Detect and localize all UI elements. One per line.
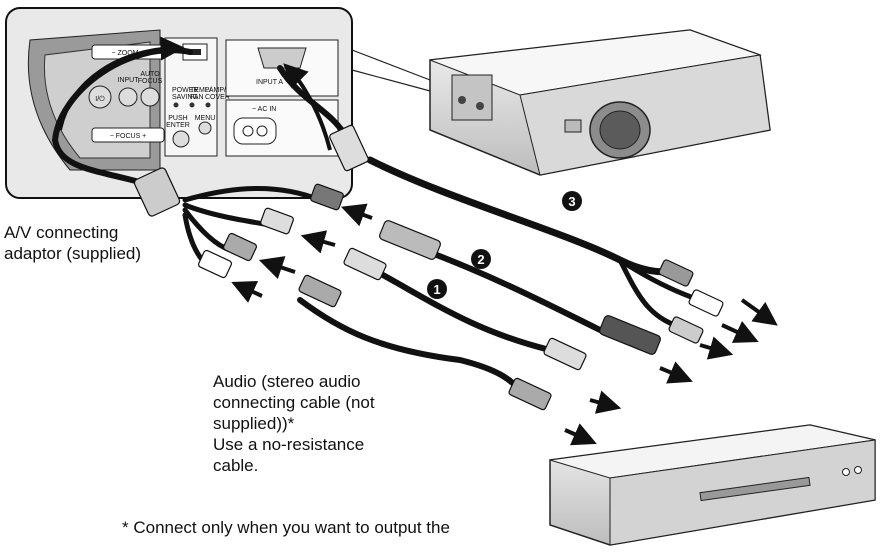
connector-plugs [133,124,724,411]
auto-focus-button [140,87,160,107]
arrow-cable-1-b [258,256,296,279]
arrow-audio-right-2 [564,423,597,446]
menu-button [198,121,212,135]
arrow-rca-3 [699,336,734,360]
lamp-cover-led [205,102,211,108]
arrow-video-right [659,361,693,384]
arrow-cable-1-a [300,230,336,254]
callout-2: 2 [471,249,491,269]
callout-3: 3 [562,191,582,211]
menu-label: MENU [195,115,216,122]
rca-out-yellow [658,259,694,287]
vga-port [257,47,307,69]
dvd-button-2 [854,466,862,474]
ac-in-socket [233,117,277,145]
av-adaptor-plug [133,167,181,217]
dvd-button-1 [842,468,850,476]
temp-fan-led [189,102,195,108]
temp-fan-label: TEMP/FAN [190,87,211,101]
arrow-usb [58,36,185,131]
ac-in-label: ~ AC IN [252,106,276,113]
svg-text:3: 3 [568,194,575,209]
zoom-label: − ZOOM + [111,50,144,57]
focus-label: − FOCUS + [110,133,147,140]
audio-plug-left-red [298,274,342,308]
audio-plug-left-white [343,247,387,281]
input-label: INPUT [118,77,140,84]
arrow-vga [283,63,332,151]
adaptor-out-3 [222,232,258,262]
rca-out-red [668,316,704,344]
rca-out-white [688,289,724,317]
callout-1: 1 [427,279,447,299]
disc-tray [699,476,811,502]
lens-glass [599,110,641,150]
adaptor-out-1 [310,183,344,211]
audio-plug-right-red [508,377,552,411]
video-plug-right [599,315,661,355]
arrow-audio-right-1 [589,390,622,414]
arrow-rca-2 [721,321,759,343]
video-plug-left [379,220,441,260]
adaptor-caption: A/V connecting adaptor (supplied) [4,223,142,263]
projector-rear-ports [451,74,493,121]
usb-port-icon [189,49,201,55]
arrow-cable-1-c [231,281,263,303]
svg-text:2: 2 [477,252,484,267]
arrow-rca-1 [740,298,778,326]
power-button [88,85,112,109]
vga-plug [329,124,369,172]
svg-text:1: 1 [433,282,440,297]
dvd-player-illustration [549,424,876,546]
audio-plug-right-white [543,337,587,371]
lamp-cover-label: LAMP/COVER [205,87,230,101]
focus-control [91,127,165,143]
push-enter-joystick [172,130,190,148]
adaptor-out-2 [260,207,294,235]
power-saving-led [173,102,179,108]
input-a-label: INPUT A [256,79,283,86]
arrow-video-left [340,203,373,227]
direction-arrows [58,36,778,446]
projector-illustration [429,29,771,176]
power-icon: I/⏻ [95,95,105,103]
footnote: * Connect only when you want to output t… [122,518,450,537]
adaptor-out-4 [197,249,233,279]
audio-caption: Audio (stereo audio connecting cable (no… [213,372,375,475]
input-button [118,87,138,107]
